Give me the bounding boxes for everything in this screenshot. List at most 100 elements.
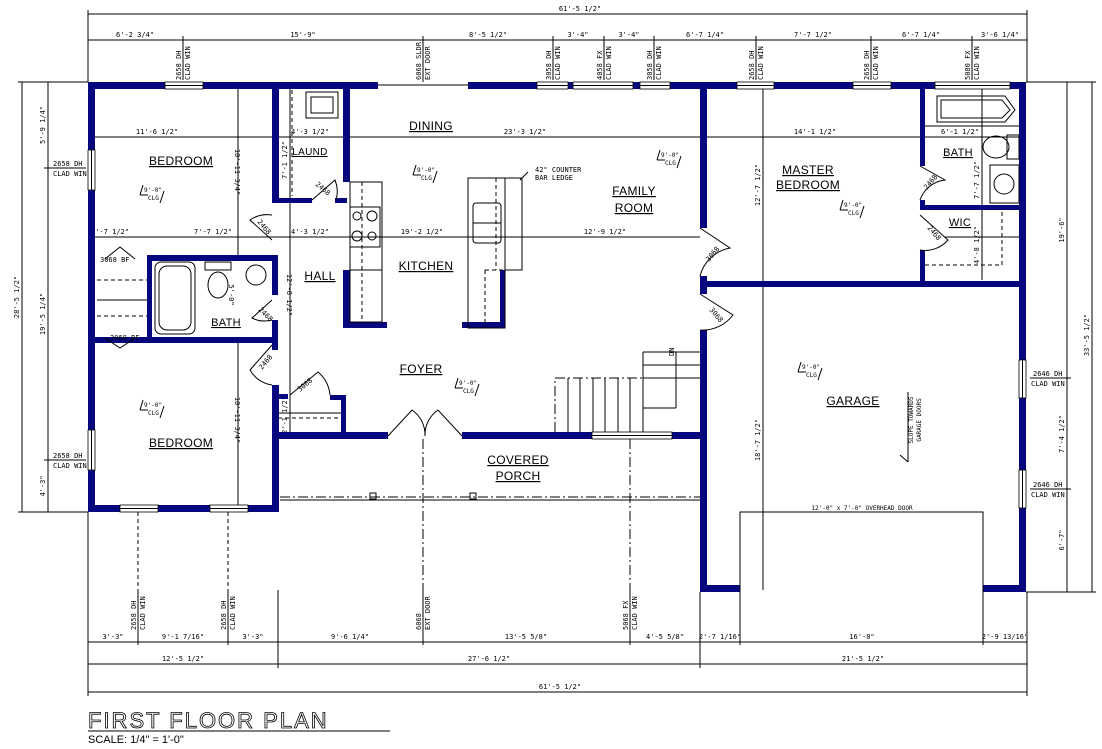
ceiling-label: CLG [806, 372, 817, 379]
ceiling-tags: 9'-0"CLG 9'-0"CLG 9'-0"CLG 9'-0"CLG 9'-0… [139, 149, 865, 419]
door-label: 3068 [704, 245, 721, 263]
note-slope: GARAGE DOORS [916, 398, 923, 442]
opening-label: CLAD WIN [1031, 491, 1065, 499]
dim-dining-width: 23'-3 1/2" [504, 128, 546, 136]
dim-family-width: 12'-9 1/2" [584, 228, 626, 236]
dim-bottom-2: 9'-1 7/16" [162, 633, 204, 641]
dim-bedroom-depth: 10'-11 3/4" [233, 149, 241, 195]
opening-label: 2646 DH [1033, 481, 1063, 489]
room-label-family: FAMILY [612, 184, 656, 198]
room-labels: BEDROOM BEDROOM LAUND HALL BATH DINING K… [149, 119, 973, 483]
dim-bottom-5: 13'-5 5/8" [505, 633, 547, 641]
door-swings [104, 165, 949, 437]
opening-label: EXT DOOR [424, 45, 432, 80]
ceiling-height: 9'-0" [459, 380, 477, 387]
dim-bedroom-width: 11'-6 1/2" [136, 128, 178, 136]
top-dimensions: 61'-5 1/2" 6'-2 3/4" 15'-9" 8'-5 1/2" 3'… [87, 5, 1028, 82]
opening-label: CLAD WIN [53, 170, 87, 178]
dim-overall-bottom: 61'-5 1/2" [539, 683, 581, 691]
room-label-wic: WIC [949, 217, 971, 229]
dim-overall-top: 61'-5 1/2" [559, 5, 601, 13]
dim-kitchen-width: 19'-2 1/2" [401, 228, 443, 236]
opening-label: CLAD WIN [631, 596, 639, 630]
dim-overall-left: 28'-5 1/2" [13, 276, 21, 318]
plan-scale: SCALE: 1/4" = 1'-0" [88, 734, 184, 746]
room-label-bedroom: BEDROOM [149, 436, 213, 450]
ceiling-height: 9'-0" [144, 402, 162, 409]
walls [88, 82, 1026, 592]
door-label: 3068 BF [100, 256, 130, 264]
room-label-porch: COVERED [487, 453, 548, 467]
note-overhead-door: 12'-0" x 7'-0" OVERHEAD DOOR [811, 505, 913, 512]
room-label-master-bath: BATH [943, 147, 973, 159]
dim-laundry-width: 4'-3 1/2" [291, 128, 329, 136]
dim-bottom-8: 16'-0" [849, 633, 874, 641]
dim-left-3: 4'-3" [39, 475, 47, 496]
dim-top-3: 8'-5 1/2" [469, 31, 507, 39]
stairs-down-label: DN [668, 348, 676, 356]
dim-bottom-1: 3'-3" [102, 633, 123, 641]
room-label-master: MASTER [782, 163, 834, 177]
dim-closet-a: 3'-7 1/2" [91, 228, 129, 236]
ceiling-height: 9'-0" [802, 364, 820, 371]
bathtub-icon [154, 261, 196, 335]
dim-right-2: 7'-4 1/2" [1058, 415, 1066, 453]
dim-top-9: 3'-6 1/4" [981, 31, 1019, 39]
bottom-dimensions: 3'-3" 9'-1 7/16" 3'-3" 9'-6 1/4" 13'-5 5… [87, 439, 1028, 696]
door-label: 3068 [707, 306, 724, 324]
plan-title: FIRST FLOOR PLAN [88, 708, 329, 733]
opening-label: CLAD WIN [554, 46, 562, 80]
dim-overall-right: 33'-5 1/2" [1083, 314, 1091, 356]
door-label: 2468 [314, 180, 332, 197]
door-label: 3068 BF [110, 334, 140, 342]
door-label: 3068 [296, 377, 314, 394]
opening-label: CLAD WIN [757, 46, 765, 80]
opening-label: 2646 DH [1033, 370, 1063, 378]
opening-label: CLAD WIN [973, 46, 981, 80]
opening-label: 2658 DH [130, 600, 138, 630]
dim-bottom-7: 2'-7 1/16" [699, 633, 741, 641]
dim-closet-b: 7'-7 1/2" [194, 228, 232, 236]
notes: 42" COUNTER BAR LEDGE 12'-0" x 7'-0" OVE… [535, 166, 923, 512]
dim-master-depth: 12'-7 1/2" [754, 164, 762, 206]
ceiling-label: CLG [148, 410, 159, 417]
dim-left-2: 19'-5 1/4" [39, 293, 47, 335]
dim-garage-depth: 18'-7 1/2" [754, 419, 762, 461]
room-label-dining: DINING [409, 119, 453, 133]
room-label-laundry: LAUND [292, 147, 327, 158]
room-label-bath: BATH [211, 317, 241, 329]
dim-wic-depth: 4'-8 1/2" [973, 226, 981, 264]
dim-bottom-group-1: 12'-5 1/2" [162, 655, 204, 663]
opening-label: EXT DOOR [424, 595, 432, 630]
opening-label: 6068 SLDR [415, 41, 423, 80]
sink-icon [245, 264, 267, 286]
dim-right-3: 6'-7" [1058, 529, 1066, 550]
dim-top-4: 3'-4" [567, 31, 588, 39]
dim-linen-depth: 2'-1 1/2" [281, 396, 289, 434]
opening-label: 2658 DH [748, 50, 756, 80]
right-dimensions: 19'-6" 7'-4 1/2" 6'-7" 33'-5 1/2" 2646 D… [1026, 81, 1096, 593]
opening-label: CLAD WIN [229, 596, 237, 630]
room-label-family: ROOM [615, 201, 654, 215]
note-counter: 42" COUNTER [535, 166, 582, 174]
ceiling-label: CLG [148, 195, 159, 202]
opening-label: 5068 FX [622, 600, 630, 630]
ceiling-height: 9'-0" [144, 187, 162, 194]
interior-dimension-lines [95, 88, 1020, 590]
dim-bottom-group-3: 21'-5 1/2" [842, 655, 884, 663]
dim-bath-depth: 5'-0" [227, 284, 235, 305]
opening-label: 3058 DH [646, 50, 654, 80]
dim-master-width: 14'-1 1/2" [794, 128, 836, 136]
dim-top-1: 6'-2 3/4" [116, 31, 154, 39]
note-counter: BAR LEDGE [535, 174, 573, 182]
master-tub-icon [936, 95, 1016, 123]
dim-bottom-4: 9'-6 1/4" [331, 633, 369, 641]
opening-label: CLAD WIN [184, 46, 192, 80]
opening-label: 5080 FX [964, 50, 972, 80]
door-label: 2468 [925, 224, 942, 242]
dim-master-bath-width: 6'-1 1/2" [941, 128, 979, 136]
opening-label: CLAD WIN [53, 462, 87, 470]
opening-label: 2658 DH [175, 50, 183, 80]
range-icon [349, 206, 381, 248]
